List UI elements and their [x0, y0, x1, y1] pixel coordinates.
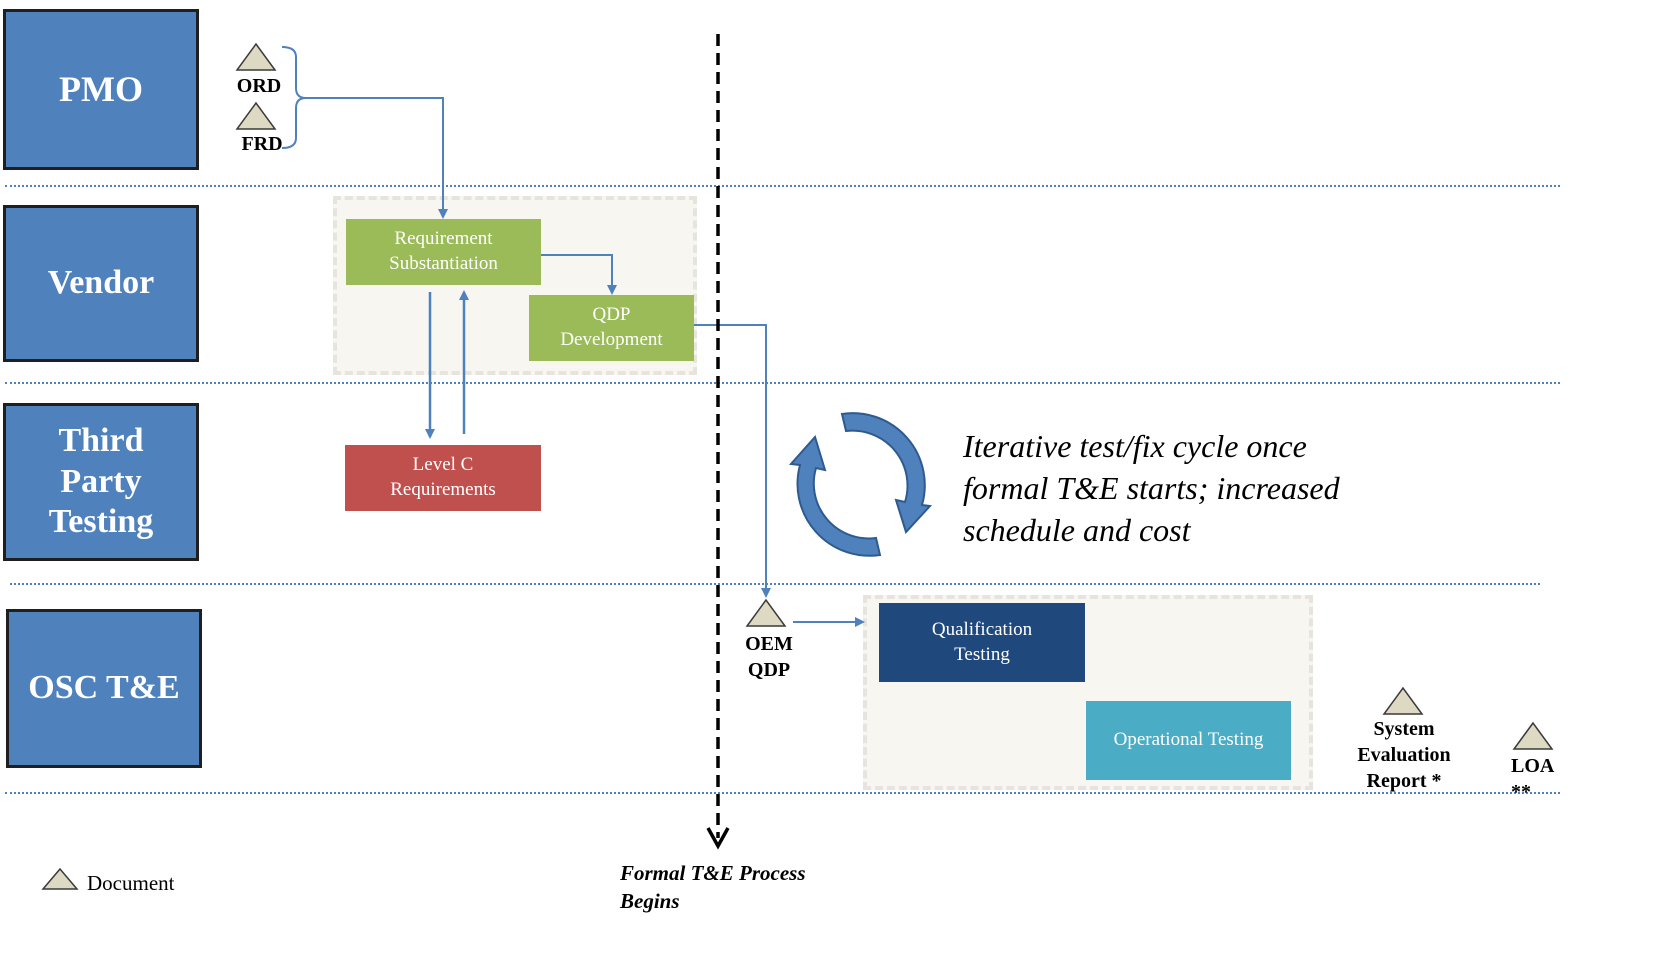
oem-qdp-document-icon: [745, 598, 787, 627]
qdp-development-box: QDP Development: [529, 295, 694, 361]
lane-third-party-label: Third Party Testing: [48, 421, 154, 541]
formal-te-arrowhead: [706, 827, 730, 850]
frd-label: FRD: [241, 133, 283, 155]
lane-separator-3: [10, 583, 1540, 585]
operational-testing-label: Operational Testing: [1113, 729, 1264, 751]
lane-third-party: Third Party Testing: [3, 403, 199, 561]
qdp-development-label: QDP Development: [560, 304, 663, 350]
lane-separator-4: [5, 792, 1560, 794]
ord-label: ORD: [236, 75, 282, 97]
cycle-arrows-icon: [788, 412, 933, 557]
lane-pmo: PMO: [3, 9, 199, 170]
lane-pmo-label: PMO: [59, 68, 143, 109]
loa-label: LOA **: [1511, 755, 1554, 803]
lane-osc-label: OSC T&E: [28, 669, 180, 707]
system-eval-document-icon: [1382, 686, 1424, 715]
lane-separator-2: [5, 382, 1560, 384]
lane-vendor-label: Vendor: [47, 264, 155, 302]
legend-document-icon: [41, 867, 79, 890]
qualification-testing-label: Qualification Testing: [931, 618, 1033, 665]
qdp-to-oem-arrow: [694, 324, 771, 598]
cycle-annotation: Iterative test/fix cycle once formal T&E…: [963, 428, 1340, 548]
legend-document-label: Document: [87, 871, 175, 895]
frd-document-icon: [235, 101, 277, 130]
qualification-testing-box: Qualification Testing: [879, 603, 1085, 682]
oem-qdp-label: OEM QDP: [745, 633, 793, 681]
operational-testing-box: Operational Testing: [1086, 701, 1291, 780]
level-c-requirements-box: Level C Requirements: [345, 445, 541, 511]
req-to-qdp-arrow: [541, 254, 617, 295]
bracket-to-req-arrow: [306, 97, 448, 219]
ord-document-icon: [235, 42, 277, 71]
lane-vendor: Vendor: [3, 205, 199, 362]
requirement-substantiation-box: Requirement Substantiation: [346, 219, 541, 285]
lane-osc: OSC T&E: [6, 609, 202, 768]
requirement-substantiation-label: Requirement Substantiation: [389, 228, 498, 274]
formal-te-label: Formal T&E Process Begins: [620, 861, 806, 914]
loa-document-icon: [1512, 721, 1554, 750]
system-eval-label: System Evaluation Report *: [1357, 718, 1451, 792]
level-c-requirements-label: Level C Requirements: [390, 454, 496, 500]
lane-separator-1: [5, 185, 1560, 187]
